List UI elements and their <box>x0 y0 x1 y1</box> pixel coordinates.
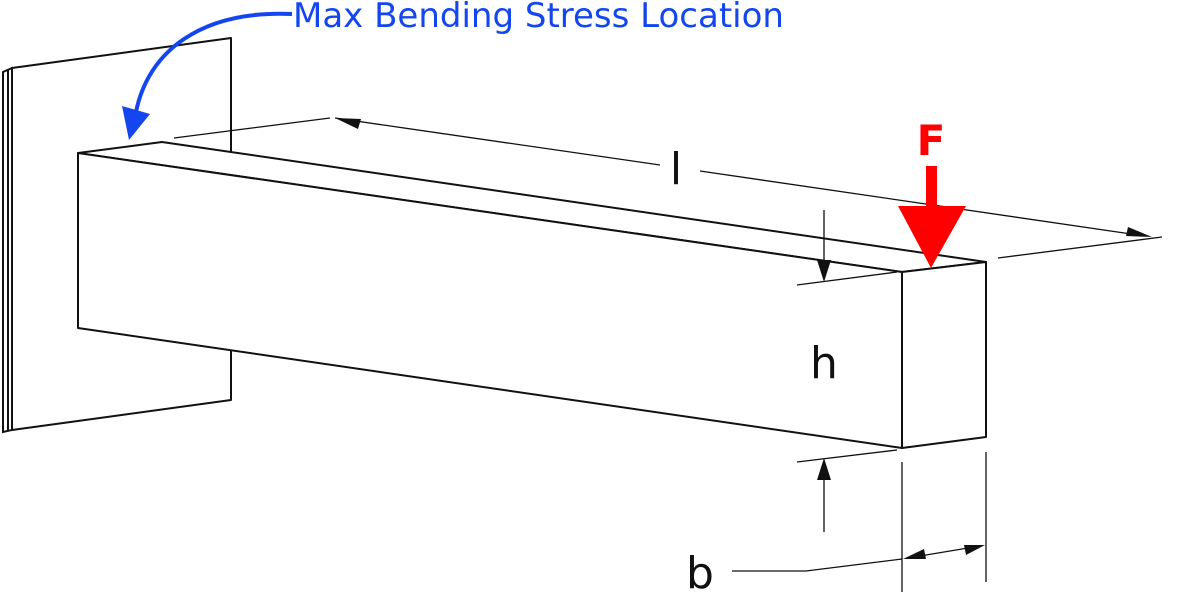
length-arrowhead-right <box>1126 227 1152 237</box>
callout-label: Max Bending Stress Location <box>293 0 784 36</box>
height-dimension: h <box>796 210 898 532</box>
force-label: F <box>917 116 946 165</box>
beam <box>77 141 987 449</box>
height-extension-line-top <box>796 271 898 286</box>
length-dimension-line-left <box>334 117 661 166</box>
width-arrowhead-left <box>903 549 926 559</box>
height-arrowhead-bottom <box>817 458 831 480</box>
width-arrowhead-right <box>964 545 985 555</box>
length-dimension-line-right <box>699 170 1146 237</box>
length-arrowhead-left <box>335 118 361 129</box>
callout-curved-arrow <box>134 11 293 113</box>
max-stress-callout: Max Bending Stress Location <box>122 0 784 140</box>
callout-arrowhead <box>122 106 150 140</box>
force-arrowhead <box>898 206 966 268</box>
width-dimension-line <box>919 547 969 557</box>
width-leader-line <box>732 558 903 572</box>
width-label: b <box>686 548 714 596</box>
width-dimension: b <box>686 452 987 596</box>
length-extension-line-right <box>997 236 1163 259</box>
beam-end-face <box>901 261 987 449</box>
length-extension-line-left <box>173 117 331 139</box>
length-dimension: l <box>173 117 1163 259</box>
height-arrowhead-top <box>817 260 831 282</box>
height-label: h <box>810 338 838 389</box>
force-arrow: F <box>898 116 966 268</box>
length-label: l <box>670 144 682 195</box>
height-extension-line-bottom <box>796 449 898 463</box>
force-arrow-shaft <box>926 166 937 210</box>
